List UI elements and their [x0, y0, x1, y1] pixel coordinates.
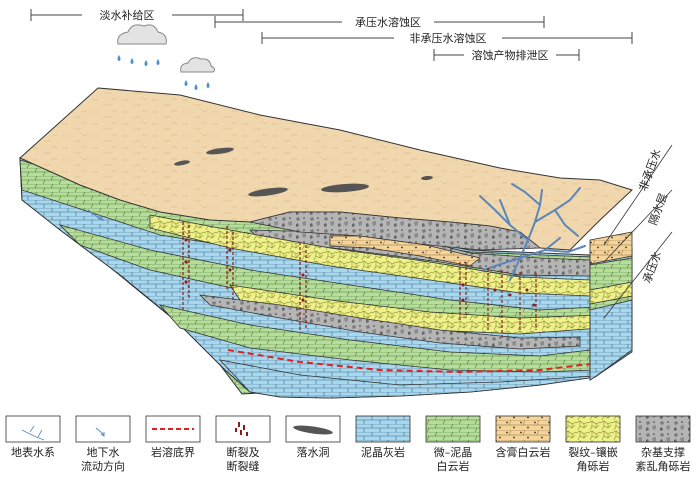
- zone-label-unconfined: 非承压水溶蚀区: [410, 31, 487, 45]
- zone-label-confined: 承压水溶蚀区: [355, 15, 421, 29]
- rain-cloud-large: [117, 24, 167, 66]
- legend-karst-base: 岩溶底界: [145, 415, 201, 459]
- legend-gypsum-dolomite: 含膏白云岩: [495, 415, 551, 459]
- legend-label: 裂纹–镶嵌: [568, 445, 618, 459]
- flow-arrow-icon: [95, 427, 105, 437]
- sinkholes: [174, 147, 433, 197]
- zone-discharge: 溶蚀产物排泄区: [433, 48, 580, 62]
- rain-cloud-small: [180, 57, 216, 90]
- legend-sinkhole: 落水洞: [285, 415, 341, 459]
- legend-chaotic-breccia: 杂基支撑 紊乱角砾岩: [635, 415, 691, 473]
- sinkhole-5: [421, 175, 433, 181]
- right-face-gypsum: [589, 231, 633, 265]
- raindrops-large: [117, 55, 160, 66]
- plateau-breccia: [249, 211, 542, 251]
- chaotic-swatch: [635, 415, 691, 443]
- legend-label: 泥晶灰岩: [361, 445, 405, 459]
- sinkhole-icon: [293, 425, 333, 435]
- dolomite-swatch: [425, 415, 481, 443]
- stratum-chaotic-2: [198, 294, 581, 350]
- legend-crackle-breccia: 裂纹–镶嵌 角砾岩: [565, 415, 621, 473]
- legend-dolomite: 微–泥晶 白云岩: [425, 415, 481, 473]
- sinkhole-2: [321, 183, 369, 193]
- legend-fault: 断裂及 断裂缝: [215, 415, 271, 473]
- legend-label: 岩溶底界: [151, 445, 195, 459]
- legend-label: 断裂及: [227, 445, 260, 459]
- legend-label-line2: 紊乱角砾岩: [636, 459, 691, 473]
- legend-label: 含膏白云岩: [496, 445, 551, 459]
- sinkhole-3: [206, 147, 234, 155]
- crackle-swatch: [565, 415, 621, 443]
- surface-water-icon: [21, 425, 45, 441]
- legend-label-line2: 流动方向: [81, 459, 125, 473]
- label-unconfined-water: 非承压水: [637, 147, 664, 193]
- legend-limestone: 泥晶灰岩: [355, 415, 411, 459]
- karst-base-line: [227, 349, 591, 374]
- sinkhole-1: [248, 187, 288, 197]
- fault-clusters: [182, 222, 537, 338]
- right-face-crackle: [589, 281, 633, 305]
- legend-label: 杂基支撑: [641, 445, 685, 459]
- legend-label: 地表水系: [11, 445, 55, 459]
- fracture-fragments: [184, 238, 536, 307]
- sinkhole-4: [174, 160, 190, 166]
- raindrops-small: [184, 80, 210, 90]
- legend-label-line2: 角砾岩: [577, 459, 610, 473]
- zone-unconfined-dissolution: 非承压水溶蚀区: [261, 31, 633, 45]
- legend-label: 落水洞: [297, 446, 330, 459]
- zone-freshwater-recharge: 淡水补给区: [30, 8, 244, 22]
- legend-label: 地下水: [87, 446, 120, 459]
- label-aquitard: 隔水层: [647, 192, 671, 227]
- zone-label-freshwater: 淡水补给区: [100, 9, 155, 22]
- legend-groundwater-flow: 地下水 流动方向: [75, 415, 131, 473]
- fracture-icon: [235, 422, 248, 436]
- legend-label-line2: 断裂缝: [227, 459, 260, 473]
- legend-label-line2: 白云岩: [437, 459, 470, 473]
- groundwater-arrow: [87, 209, 105, 222]
- legend-label: 微–泥晶: [434, 445, 473, 459]
- zone-confined-dissolution: 承压水溶蚀区: [214, 15, 545, 29]
- zone-scale: 淡水补给区 承压水溶蚀区 非承压水溶蚀区 溶蚀产物排泄区: [30, 8, 633, 62]
- zone-label-discharge: 溶蚀产物排泄区: [472, 48, 549, 62]
- surface-river-network: [479, 183, 586, 281]
- gypsum-swatch: [495, 415, 551, 443]
- legend: 地表水系 地下水 流动方向 岩溶底界 断裂及 断裂缝: [5, 415, 691, 473]
- legend-surface-water: 地表水系: [5, 415, 61, 459]
- limestone-swatch: [355, 415, 411, 443]
- geologic-block: [19, 87, 633, 399]
